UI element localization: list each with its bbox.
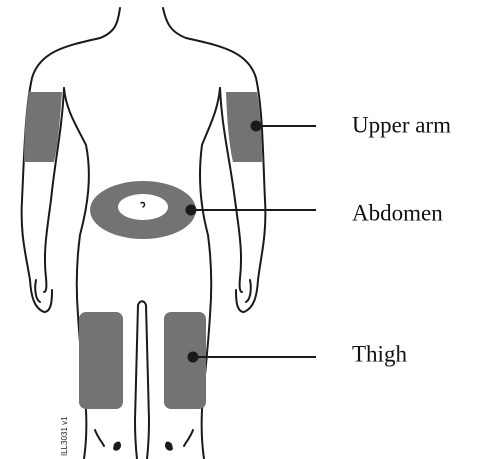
upper-arm-label: Upper arm [352, 112, 451, 137]
right-thigh-site [164, 312, 206, 409]
left-thumb [35, 280, 40, 302]
illustration-code: ILL3031 v1 [60, 416, 69, 456]
left-knee-detail [95, 430, 104, 446]
thigh-leader-dot [188, 352, 199, 363]
thigh-label: Thigh [352, 341, 407, 366]
abdomen-label: Abdomen [352, 200, 443, 225]
inner-legs [135, 301, 149, 459]
right-knee-mark [165, 442, 173, 451]
upper-arm-leader-dot [251, 121, 262, 132]
neck-right [163, 8, 186, 38]
belly-button [141, 202, 144, 207]
neck-left [100, 8, 120, 38]
right-arm-outer [186, 38, 265, 312]
abdomen-leader-dot [186, 205, 197, 216]
abdomen-site [90, 181, 196, 239]
right-thumb [246, 280, 251, 302]
left-knee-mark [113, 442, 121, 451]
right-knee-detail [184, 430, 193, 446]
left-thigh-site [79, 312, 123, 409]
